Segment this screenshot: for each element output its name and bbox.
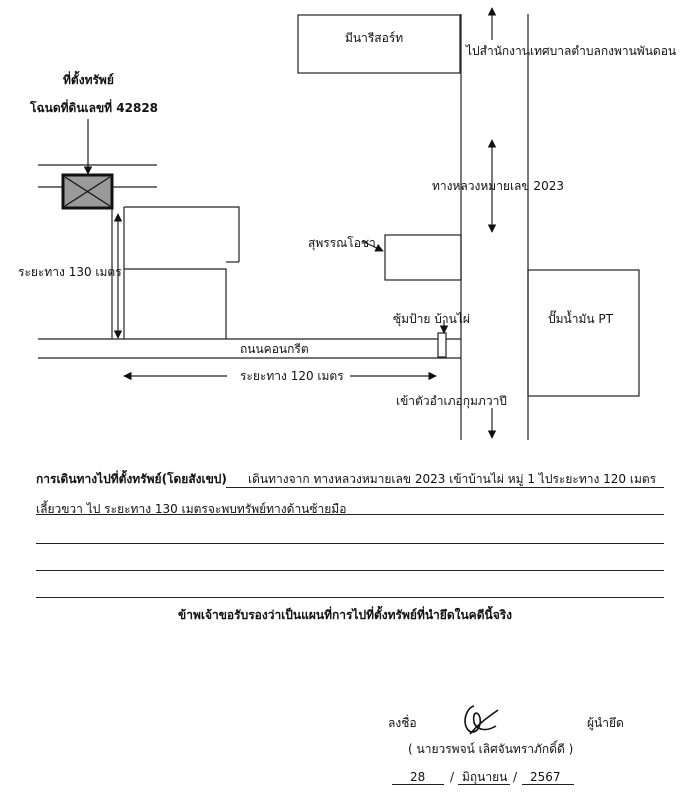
date-sep-2: /	[513, 770, 518, 784]
certification-statement: ข้าพเจ้าขอรับรองว่าเป็นแผนที่การไปที่ตั้…	[178, 608, 513, 622]
highway-label: ทางหลวงหมายเลข 2023	[432, 179, 564, 193]
directions-line-1: เดินทางจาก ทางหลวงหมายเลข 2023 เข้าบ้านไ…	[248, 472, 657, 486]
gas-station-label: ปั๊มน้ำมัน PT	[548, 312, 613, 326]
dist-120-label: ระยะทาง 120 เมตร	[240, 369, 344, 383]
rule-4	[36, 570, 664, 571]
sign-label: ซุ้มป้าย บ้านไผ่	[393, 312, 470, 326]
rule-5	[36, 597, 664, 598]
resort-label: มีนารีสอร์ท	[345, 31, 404, 45]
directions-line-2: เลี้ยวขวา ไป ระยะทาง 130 เมตรจะพบทรัพย์ท…	[36, 502, 347, 516]
signature-mark	[464, 705, 499, 735]
date-sep-1: /	[450, 770, 455, 784]
directions-label: การเดินทางไปที่ตั้งทรัพย์(โดยสังเขป)	[36, 472, 227, 486]
to-office-label: ไปสำนักงานเทศบาลตำบลกงพานพันดอน	[466, 44, 677, 58]
parcel-marker	[61, 173, 114, 210]
signer-name: ( นายวรพจน์ เลิศจันทราภักดิ์ดี )	[408, 742, 574, 756]
date-month: มิถุนายน	[462, 770, 508, 784]
rule-1	[226, 487, 664, 488]
sign-post	[437, 332, 447, 358]
rule-2	[36, 514, 664, 515]
date-year-rule	[522, 784, 574, 785]
role-label: ผู้นำยึด	[587, 716, 624, 730]
block-lower	[124, 268, 227, 339]
block-upper	[124, 206, 240, 262]
shop-pointer	[361, 240, 384, 252]
parcel-label: โฉนดที่ดินเลขที่ 42828	[30, 101, 159, 115]
dist-130-label: ระยะทาง 130 เมตร	[18, 265, 122, 279]
date-month-rule	[458, 784, 510, 785]
location-title: ที่ตั้งทรัพย์	[63, 73, 114, 87]
date-day-rule	[392, 784, 444, 785]
shop-label: สุพรรณโอชา	[308, 236, 376, 250]
sign-label: ลงชื่อ	[388, 716, 417, 730]
resort-building	[297, 14, 461, 74]
date-year: 2567	[530, 770, 561, 784]
gas-station-building	[527, 269, 640, 397]
to-district-label: เข้าตัวอำเภอกุมภวาปี	[396, 394, 507, 408]
date-day: 28	[410, 770, 426, 784]
rule-3	[36, 543, 664, 544]
concrete-road-label: ถนนคอนกรีต	[240, 342, 309, 356]
shop-building	[384, 234, 462, 281]
